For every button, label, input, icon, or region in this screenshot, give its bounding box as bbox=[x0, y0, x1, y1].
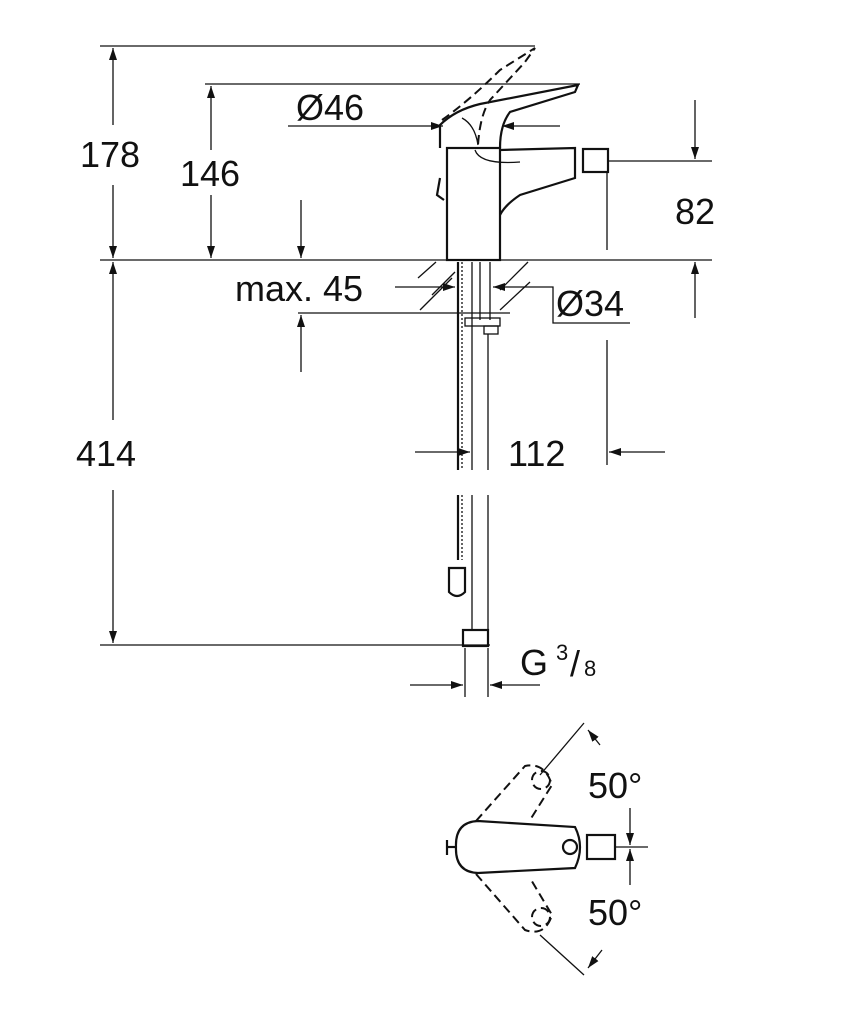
label-414: 414 bbox=[76, 433, 136, 474]
dim-spout-height: 82 bbox=[675, 100, 715, 318]
deck-section bbox=[100, 259, 712, 314]
label-82: 82 bbox=[675, 191, 715, 232]
dim-connection: G 3 / 8 bbox=[410, 640, 596, 689]
dim-hose-length: 414 bbox=[76, 262, 490, 646]
label-angle-top: 50° bbox=[588, 765, 642, 806]
label-112: 112 bbox=[508, 433, 565, 474]
faucet-side-view bbox=[435, 47, 712, 262]
fraction-slash: / bbox=[570, 643, 580, 684]
faucet-top-view: 50° 50° bbox=[445, 722, 648, 976]
label-max45: max. 45 bbox=[235, 268, 363, 309]
dim-spout-reach: 112 bbox=[415, 340, 665, 474]
label-g-num: 3 bbox=[556, 640, 568, 665]
label-d46: Ø46 bbox=[296, 87, 364, 128]
dim-lever-height: 146 bbox=[180, 83, 580, 258]
label-178: 178 bbox=[80, 134, 140, 175]
dim-total-height: 178 bbox=[80, 45, 535, 258]
dim-lever-diameter: Ø46 bbox=[288, 87, 560, 130]
dim-max-deck: max. 45 bbox=[235, 200, 363, 372]
label-d34: Ø34 bbox=[556, 283, 624, 324]
label-g: G bbox=[520, 642, 548, 683]
dim-hole-diameter: Ø34 bbox=[395, 283, 630, 324]
label-g-den: 8 bbox=[584, 656, 596, 681]
mounting-shaft bbox=[447, 262, 501, 697]
label-146: 146 bbox=[180, 153, 240, 194]
label-angle-bottom: 50° bbox=[588, 892, 642, 933]
